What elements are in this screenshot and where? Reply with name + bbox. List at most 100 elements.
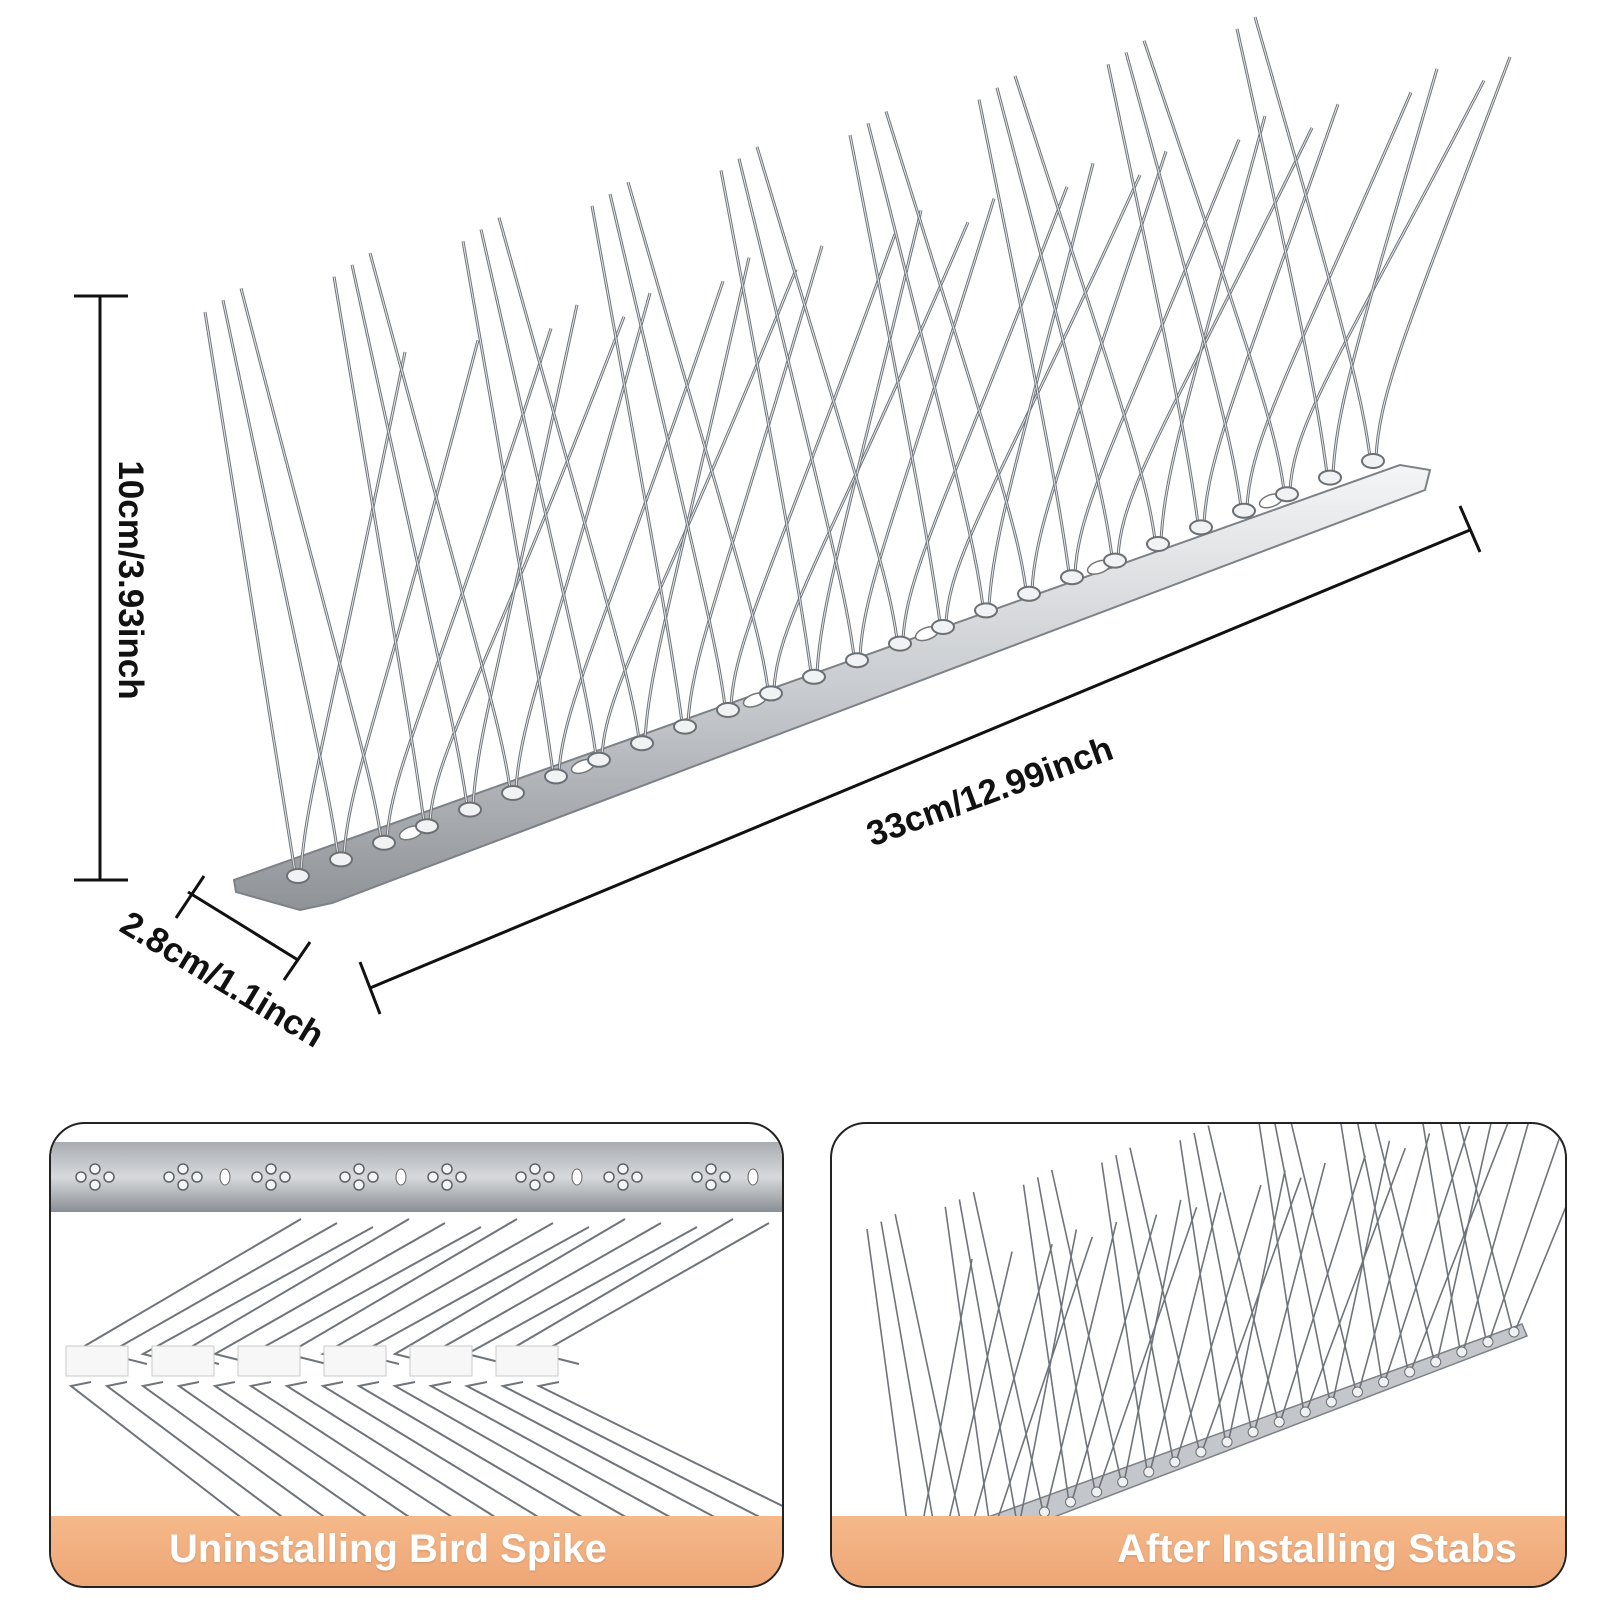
spike-base-strip [232,463,1432,912]
spike-wire-highlight [343,340,479,856]
height-label: 10cm/3.93inch [111,460,150,700]
spike-wire-highlight [1074,139,1240,574]
spike-rivet [1146,536,1170,552]
loose-spike-wires [65,1218,782,1565]
spike-wire-highlight [222,300,339,856]
punch-dot [251,1171,263,1183]
small-spike-wire [1458,1124,1513,1330]
uninstalled-spike-illustration [51,1142,782,1565]
loose-wire-lower [499,1381,782,1529]
spike-wire-highlight [515,292,651,790]
small-spike-wire [993,1236,1094,1530]
spike-rivet [544,768,568,785]
caption-banner: Uninstalling Bird Spike [51,1516,782,1586]
punch-dot [339,1171,351,1183]
loose-wire-upper [356,1226,590,1365]
spike-wire-highlight [730,233,896,707]
small-spike-wire [1422,1124,1461,1350]
spike-wire-highlight [351,264,468,806]
spike-wire-highlight [386,328,552,839]
punch-dot [367,1171,379,1183]
spike-wire-highlight [240,288,382,839]
small-spike-rivet [1351,1386,1363,1398]
bird-spike-illustration [74,16,1512,1015]
small-spike-wire [915,1258,973,1560]
spike-rivet [372,834,396,851]
spike-rivet [974,602,998,619]
small-spike-wire [1115,1154,1174,1460]
spike-wire-highlight [1117,127,1313,557]
spike-rivet [716,702,740,718]
small-spike-rivet [1143,1466,1155,1478]
spike-wire-highlight [720,170,812,673]
small-spike-rivet [1430,1356,1442,1368]
small-spike-rivet [1247,1426,1259,1438]
small-spike-wire [1179,1140,1226,1440]
caption-banner: After Installing Stabs [832,1516,1565,1586]
spike-rivet [1189,519,1213,536]
wire-clip [237,1345,301,1377]
spike-rivet [1017,585,1041,602]
small-spike-wire [1019,1229,1078,1520]
punch-dot [89,1163,101,1175]
small-spike-wire [1358,1133,1431,1390]
loose-wire-lower [212,1381,462,1553]
spike-wire-highlight [558,281,724,773]
punch-dot [353,1179,365,1191]
punch-dot [265,1179,277,1191]
loose-wire-lower [284,1381,542,1547]
punch-dot [103,1171,115,1183]
spike-wire-highlight [1236,28,1328,474]
loose-wire-upper [536,1222,770,1365]
small-spike-wire [1036,1177,1096,1490]
small-spike-wire [1463,1124,1529,1350]
loose-wire-upper [68,1218,302,1365]
small-spike-rivet [1456,1346,1468,1358]
spike-wire [497,217,641,740]
spike-wire-highlight [644,257,750,740]
spike-wire-highlight [1289,80,1485,491]
spike-rivet [1060,569,1084,586]
punch-dot [427,1171,439,1183]
wire-clip [65,1345,129,1377]
small-spike-wire [1280,1155,1366,1420]
punch-dot [441,1179,453,1191]
punch-dot [691,1171,703,1183]
spike-rivet [673,718,697,735]
spike-rivet [931,619,955,635]
small-spike-rivet [1091,1486,1103,1498]
small-spike-wire [1340,1124,1383,1380]
small-spike-rivet [1325,1396,1337,1408]
loose-wire-upper [104,1222,338,1365]
small-spike-rivet [1299,1406,1311,1418]
small-spike-wire [1274,1124,1331,1400]
spike-wire-highlight [1125,52,1242,507]
left-caption: Uninstalling Bird Spike [169,1527,607,1571]
loose-wire-upper [464,1226,698,1365]
punch-dot [163,1171,175,1183]
small-spike-wire [1022,1184,1070,1500]
small-spike-wire [1290,1124,1357,1390]
spike-wire-highlight [773,222,969,690]
punch-dot [617,1163,629,1175]
loose-wire-upper [320,1222,554,1365]
spike-rivet [1275,486,1299,503]
spike-wire [1202,103,1340,524]
small-spike-wires [866,1124,1565,1568]
loose-wire-lower [464,1381,742,1532]
small-spike-rivet [1378,1376,1390,1388]
spike-wires [203,16,1512,873]
flat-strip [51,1142,782,1212]
small-spike-rivet [1065,1496,1077,1508]
spike-wire-highlight [945,174,1141,624]
spike-wire [1245,91,1413,507]
spike-wire-highlight [333,276,425,823]
punch-dot [441,1163,453,1175]
spike-wire-highlight [1031,151,1167,590]
spike-wire-highlight [1332,68,1438,474]
spike-wire-highlight [849,134,941,624]
wire-clip [323,1345,387,1377]
small-spike-wire [967,1243,1053,1540]
small-spike-wire [1097,1206,1198,1490]
wire-clip [495,1345,559,1377]
